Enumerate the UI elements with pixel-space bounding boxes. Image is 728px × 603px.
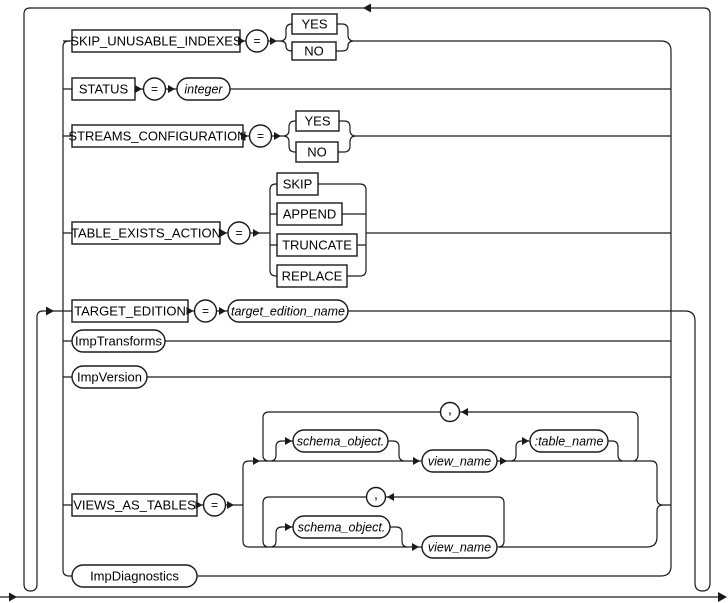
equals-label-1: = (253, 34, 260, 48)
comma-separator-1: , (439, 401, 461, 423)
comma-separator-2: , (365, 486, 387, 508)
variable-label-target-edition-name: target_edition_name (231, 305, 345, 319)
option-box-skip: SKIP (276, 172, 319, 196)
option-label-no-3: NO (307, 145, 327, 160)
equals-label-3: = (257, 129, 264, 143)
variable-oval-table-name: :table_name (529, 429, 609, 453)
option-label-yes-1: YES (301, 17, 327, 32)
equals-operator-1: = (245, 29, 269, 53)
variable-oval-target-edition-name: target_edition_name (227, 299, 349, 323)
views-alternative-1-lines (249, 411, 671, 506)
equals-operator-5: = (193, 299, 218, 323)
comma-label-2: , (374, 486, 378, 502)
variable-oval-view-name-2: view_name (421, 535, 498, 559)
keyword-label-streams-configuration: STREAMS_CONFIGURATION (68, 129, 246, 144)
variable-label-schema-object-2: schema_object. (298, 521, 386, 535)
variable-oval-schema-object-1: schema_object. (292, 429, 389, 453)
variable-oval-schema-object-2: schema_object. (292, 515, 391, 539)
equals-label-6: = (211, 498, 218, 512)
variable-oval-integer: integer (176, 77, 231, 101)
variable-label-view-name-2: view_name (428, 541, 491, 555)
keyword-box-views-as-tables: VIEWS_AS_TABLES (71, 493, 198, 517)
equals-label-4: = (235, 226, 242, 240)
rejoin-vertical (660, 40, 672, 577)
comma-separator-circles: , , (365, 401, 461, 508)
variable-ovals: integer target_edition_name ImpTransform… (71, 77, 609, 588)
keyword-label-target-edition: TARGET_EDITION (74, 304, 186, 319)
subdiagram-label-imp-transforms: ImpTransforms (75, 334, 162, 349)
keyword-label-table-exists-action: TABLE_EXISTS_ACTION (71, 226, 221, 241)
option-label-no-1: NO (304, 44, 324, 59)
equals-operator-circles: = = = = = = (142, 29, 273, 517)
equals-label-2: = (151, 82, 158, 96)
option-label-yes-3: YES (304, 114, 330, 129)
option-label-append: APPEND (283, 207, 336, 222)
keyword-box-target-edition: TARGET_EDITION (71, 299, 189, 323)
subdiagram-oval-imp-version: ImpVersion (71, 365, 148, 389)
keyword-box-table-exists-action: TABLE_EXISTS_ACTION (71, 221, 221, 245)
variable-label-table-name: :table_name (535, 435, 604, 449)
variable-oval-view-name-1: view_name (421, 449, 498, 473)
subdiagram-oval-imp-diagnostics: ImpDiagnostics (71, 564, 198, 588)
option-box-no-1: NO (291, 41, 337, 61)
option-box-replace: REPLACE (276, 264, 348, 288)
branch-stem (62, 40, 70, 577)
option-box-yes-1: YES (291, 13, 338, 35)
views-alternative-2-lines (249, 496, 664, 548)
equals-operator-3: = (248, 124, 273, 148)
equals-operator-2: = (142, 77, 167, 101)
option-box-append: APPEND (276, 202, 343, 226)
loop-feeder-vertical (348, 310, 696, 583)
keyword-box-skip-unusable-indexes: SKIP_UNUSABLE_INDEXES (70, 29, 242, 53)
equals-label-5: = (202, 304, 209, 318)
variable-label-schema-object-1: schema_object. (297, 435, 385, 449)
option-box-truncate: TRUNCATE (276, 233, 358, 257)
option-label-skip: SKIP (283, 177, 313, 192)
equals-operator-6: = (202, 493, 227, 517)
variable-label-view-name-1: view_name (428, 455, 491, 469)
flow-arrowheads (9, 3, 727, 602)
variable-label-integer: integer (184, 83, 223, 97)
option-label-replace: REPLACE (282, 269, 343, 284)
option-box-yes-3: YES (295, 110, 340, 132)
subdiagram-label-imp-version: ImpVersion (77, 370, 142, 385)
keyword-box-status: STATUS (71, 77, 136, 101)
connector-lines (0, 7, 723, 598)
option-box-no-3: NO (295, 141, 339, 163)
equals-operator-4: = (227, 221, 251, 245)
subdiagram-label-imp-diagnostics: ImpDiagnostics (90, 569, 179, 584)
subdiagram-oval-imp-transforms: ImpTransforms (71, 329, 166, 353)
keyword-label-views-as-tables: VIEWS_AS_TABLES (73, 498, 196, 513)
keyword-boxes: SKIP_UNUSABLE_INDEXES YES NO STATUS STRE… (68, 13, 358, 517)
keyword-box-streams-configuration: STREAMS_CONFIGURATION (68, 124, 247, 148)
keyword-label-status: STATUS (79, 82, 129, 97)
option-label-truncate: TRUNCATE (282, 238, 352, 253)
comma-label-1: , (448, 401, 452, 417)
keyword-label-skip-unusable-indexes: SKIP_UNUSABLE_INDEXES (70, 34, 242, 49)
